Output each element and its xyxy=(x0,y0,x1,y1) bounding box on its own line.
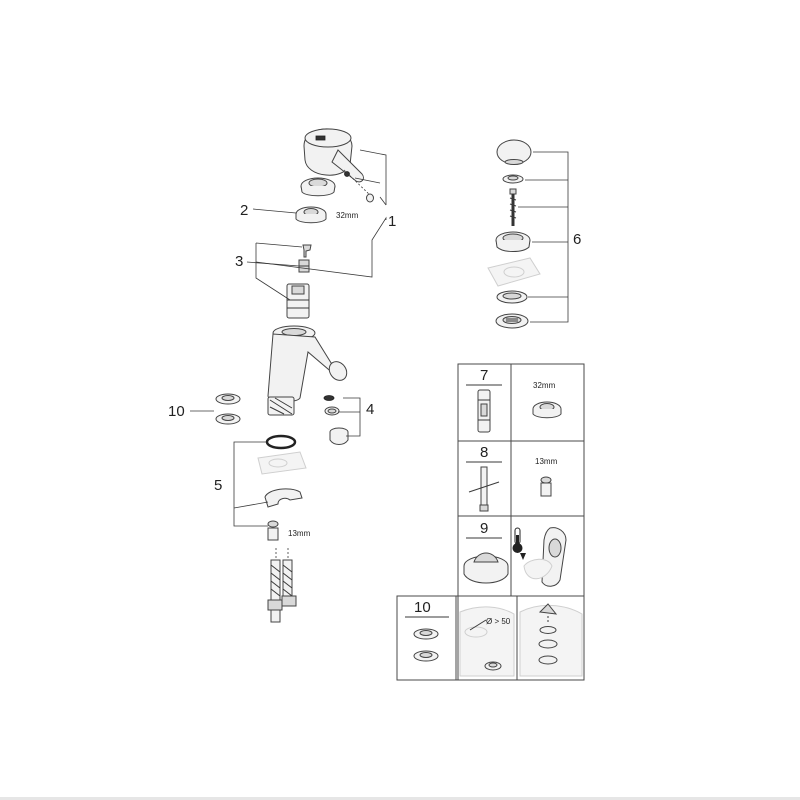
hex-nut-32mm xyxy=(532,401,562,419)
aerator-washer xyxy=(323,395,340,416)
cartridge xyxy=(286,283,310,319)
flex-hoses xyxy=(267,548,297,623)
bracket-6 xyxy=(518,151,569,323)
seat-nut xyxy=(295,206,327,224)
callout-6: 6 xyxy=(573,231,581,248)
page-bottom-rule xyxy=(0,797,800,800)
screw-set xyxy=(343,169,374,203)
tool-label-9: 9 xyxy=(480,520,488,537)
tool-size-13mm: 13mm xyxy=(535,457,558,466)
cover-cap xyxy=(300,177,336,197)
callout-3: 3 xyxy=(235,253,243,270)
hex-nut-13mm xyxy=(540,476,552,497)
tool-size-32mm: 32mm xyxy=(533,381,556,390)
callout-4: 4 xyxy=(366,401,374,418)
tool-label-7: 7 xyxy=(480,367,488,384)
basin-outline xyxy=(257,451,307,475)
installation-view xyxy=(519,603,583,677)
pop-up-plug xyxy=(496,139,532,165)
small-screw xyxy=(302,244,312,258)
tool-label-8: 8 xyxy=(480,444,488,461)
temperature-limiter-ring xyxy=(463,552,509,584)
callout-10: 10 xyxy=(168,403,185,420)
thermometer-icon xyxy=(512,527,526,560)
drain-seal-ring xyxy=(215,393,241,425)
socket-wrench xyxy=(468,466,500,512)
hole-diameter-note: Ø > 50 xyxy=(486,617,511,626)
bracket-4 xyxy=(338,397,361,437)
tool-label-10: 10 xyxy=(414,599,431,616)
seal-kit-10 xyxy=(413,628,439,662)
drain-flange xyxy=(495,313,529,329)
plug-seal xyxy=(502,174,524,184)
basin-hole-view xyxy=(459,606,515,677)
callout-1: 1 xyxy=(388,213,396,230)
spindle-adapter xyxy=(298,259,310,273)
o-ring xyxy=(265,434,297,450)
service-table xyxy=(396,363,585,681)
callout-2: 2 xyxy=(240,202,248,219)
bracket-5 xyxy=(233,441,269,527)
seat-nut-size-label: 32mm xyxy=(336,211,359,220)
lever-handle xyxy=(303,128,364,183)
drain-basin-ghost xyxy=(487,257,541,287)
aerator xyxy=(329,427,349,445)
bracket-1 xyxy=(255,149,387,278)
hot-water-handle xyxy=(523,527,567,587)
faucet-body xyxy=(267,325,348,416)
drain-strainer xyxy=(495,231,531,252)
drain-bolt xyxy=(509,188,517,226)
cartridge-tool xyxy=(477,389,491,433)
connector-size-label: 13mm xyxy=(288,529,311,538)
bracket-3 xyxy=(246,242,303,301)
fixing-nut xyxy=(267,520,279,541)
callout-5: 5 xyxy=(214,477,222,494)
drain-gasket xyxy=(496,290,528,304)
horseshoe-washer xyxy=(264,488,303,508)
bracket-2 xyxy=(252,208,297,214)
